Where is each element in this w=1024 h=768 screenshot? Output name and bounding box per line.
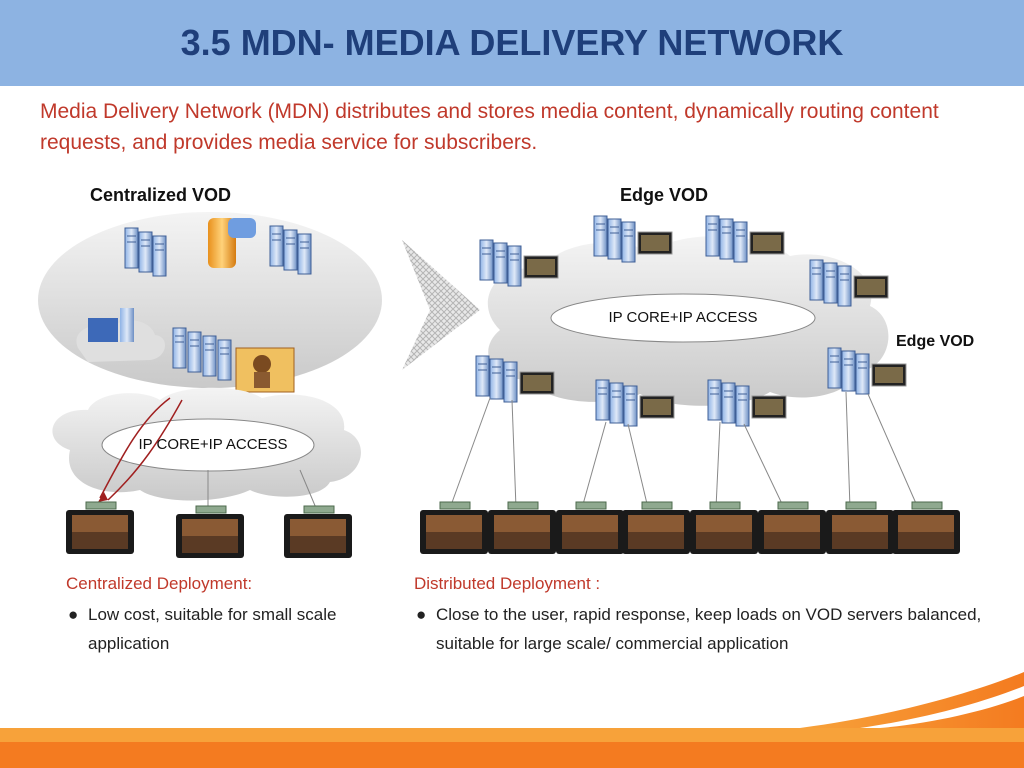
distributed-deployment-bullet: ● Close to the user, rapid response, kee… (436, 600, 996, 658)
footer-swoosh (0, 672, 1024, 768)
left-set-top-boxes (66, 502, 352, 558)
bullet-dot-icon: ● (416, 600, 426, 629)
vod-content-image (236, 348, 294, 392)
bullet-dot-icon: ● (68, 600, 78, 629)
edge-vod-label: Edge VOD (620, 185, 708, 206)
edge-vod-side-label: Edge VOD (896, 333, 974, 351)
right-links (450, 392, 918, 508)
distributed-bullet-text: Close to the user, rapid response, keep … (436, 605, 981, 653)
right-set-top-boxes (420, 502, 960, 554)
centralized-bullet-text: Low cost, suitable for small scale appli… (88, 605, 337, 653)
transition-arrow-icon (402, 240, 480, 370)
right-cloud-label: IP CORE+IP ACCESS (583, 309, 783, 326)
centralized-deployment-bullet: ● Low cost, suitable for small scale app… (88, 600, 338, 658)
centralized-vod-label: Centralized VOD (90, 185, 231, 206)
left-cloud-label: IP CORE+IP ACCESS (123, 436, 303, 453)
distributed-deployment-title: Distributed Deployment : (414, 574, 600, 594)
centralized-deployment-title: Centralized Deployment: (66, 574, 252, 594)
